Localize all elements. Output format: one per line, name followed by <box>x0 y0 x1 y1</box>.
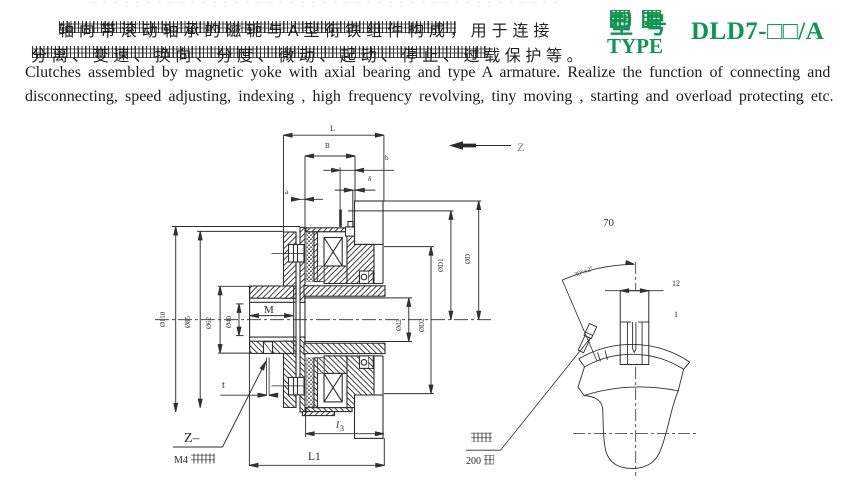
svg-text:Ø110: Ø110 <box>159 311 167 327</box>
svg-text:ØD2: ØD2 <box>418 318 426 332</box>
svg-text:M4: M4 <box>174 455 188 466</box>
svg-text:B: B <box>325 142 330 150</box>
svg-text:30°±2°: 30°±2° <box>573 264 595 278</box>
svg-text:l: l <box>336 419 339 431</box>
svg-text:b: b <box>385 154 389 162</box>
svg-text:t: t <box>222 380 225 391</box>
svg-text:M: M <box>264 304 274 316</box>
svg-text:1: 1 <box>674 310 678 319</box>
svg-text:12: 12 <box>672 279 680 288</box>
svg-text:L: L <box>330 124 335 133</box>
svg-text:Ød2: Ød2 <box>395 318 403 331</box>
svg-text:δ: δ <box>368 175 372 183</box>
svg-text:ØD: ØD <box>464 254 472 264</box>
svg-text:Z–: Z– <box>184 431 201 446</box>
svg-text:70: 70 <box>603 217 615 229</box>
svg-text:Ø85: Ø85 <box>184 315 192 328</box>
svg-text:ØD1: ØD1 <box>437 258 445 272</box>
svg-text:Ø62: Ø62 <box>205 316 213 329</box>
svg-text:L1: L1 <box>308 451 321 463</box>
svg-text:200: 200 <box>466 456 481 467</box>
svg-text:Z: Z <box>517 140 524 154</box>
svg-text:3: 3 <box>340 424 344 433</box>
svg-text:a: a <box>285 188 289 196</box>
svg-text:Ø40: Ø40 <box>225 315 233 328</box>
